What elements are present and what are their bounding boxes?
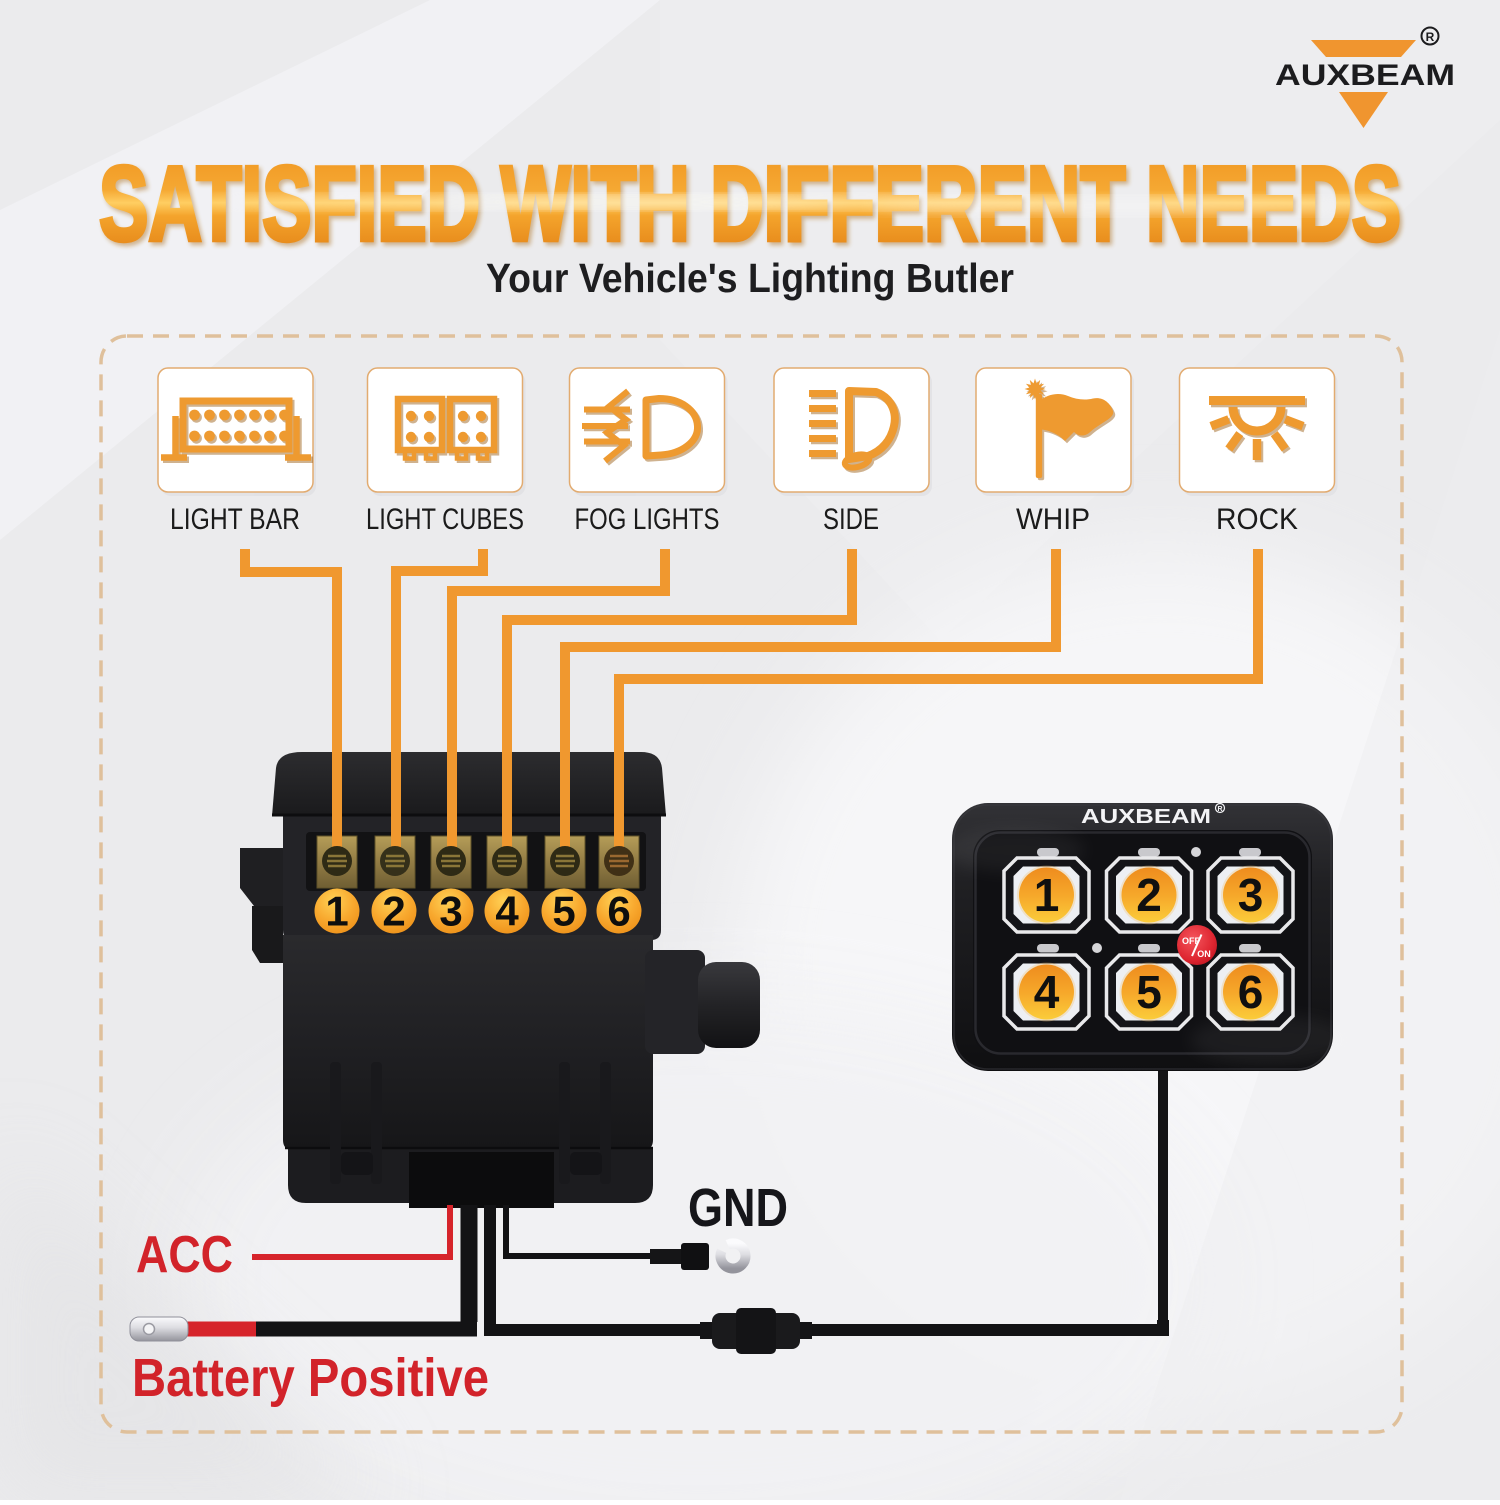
svg-text:SIDE: SIDE	[823, 503, 879, 536]
svg-text:6: 6	[1238, 966, 1264, 1018]
svg-text:2: 2	[382, 888, 405, 935]
svg-text:1: 1	[325, 888, 348, 935]
svg-text:Your Vehicle's Lighting Butler: Your Vehicle's Lighting Butler	[486, 255, 1014, 301]
svg-text:GND: GND	[688, 1178, 788, 1238]
svg-text:ROCK: ROCK	[1216, 503, 1298, 536]
svg-text:AUXBEAM: AUXBEAM	[1081, 806, 1211, 828]
svg-text:ON: ON	[1197, 949, 1211, 959]
svg-text:3: 3	[439, 888, 462, 935]
svg-text:1: 1	[1034, 869, 1060, 921]
svg-text:AUXBEAM: AUXBEAM	[1275, 59, 1455, 92]
svg-text:5: 5	[552, 888, 575, 935]
svg-text:WHIP: WHIP	[1016, 503, 1090, 536]
svg-text:2: 2	[1136, 869, 1162, 921]
svg-text:OFF: OFF	[1182, 936, 1200, 946]
svg-text:4: 4	[1034, 966, 1060, 1018]
svg-text:LIGHT BAR: LIGHT BAR	[170, 503, 300, 536]
svg-text:4: 4	[495, 888, 519, 935]
svg-text:LIGHT CUBES: LIGHT CUBES	[366, 503, 524, 536]
svg-text:6: 6	[607, 888, 630, 935]
svg-text:ACC: ACC	[136, 1226, 233, 1284]
svg-text:FOG LIGHTS: FOG LIGHTS	[575, 503, 720, 536]
svg-text:R: R	[1426, 30, 1435, 44]
svg-text:3: 3	[1238, 869, 1264, 921]
svg-text:Battery Positive: Battery Positive	[132, 1348, 489, 1408]
svg-text:5: 5	[1136, 966, 1162, 1018]
svg-text:R: R	[1217, 806, 1222, 813]
